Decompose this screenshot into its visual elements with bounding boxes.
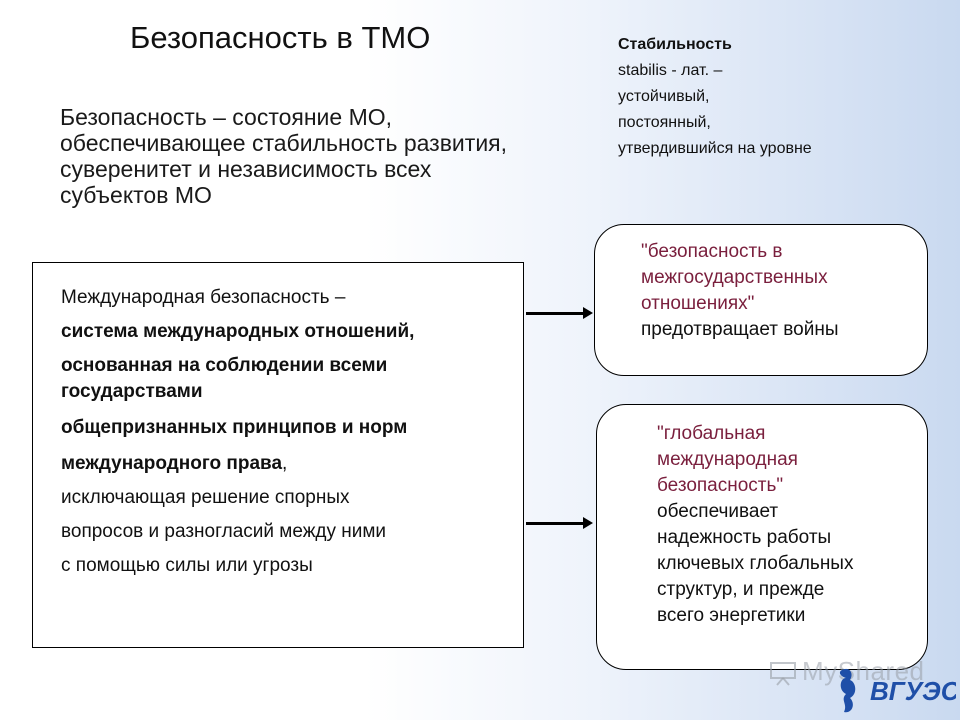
interstate-quote: отношениях" [641,293,755,314]
arrow-right-icon [526,307,593,319]
global-quote: "глобальная [657,423,766,444]
page-title: Безопасность в ТМО [130,20,431,55]
global-effect: структур, и прежде [657,579,825,600]
box-line: международного права, [61,453,287,475]
international-security-box: Международная безопасность – система меж… [32,262,524,648]
stability-line: постоянный, [618,114,711,131]
stability-note: Стабильность stabilis - лат. – устойчивы… [618,32,918,162]
security-definition: Безопасность – состояние МО, обеспечиваю… [60,104,508,208]
box-line: с помощью силы или угрозы [61,555,313,576]
interstate-quote: "безопасность в [641,241,783,262]
box-line: Международная безопасность – [61,287,346,308]
global-effect: ключевых глобальных [657,553,854,574]
presentation-icon [770,662,796,686]
box-line-bold: общепризнанных принципов и норм [61,417,408,438]
stability-term: Стабильность [618,36,732,53]
interstate-text: "безопасность в межгосударственных отнош… [641,239,839,343]
box-line: исключающая решение спорных [61,487,350,508]
box-line: вопросов и разногласий между ними [61,521,387,542]
global-effect: надежность работы [657,527,832,548]
box-line-punct: , [282,453,288,474]
box-line-bold: основанная на соблюдении всеми [61,355,388,376]
interstate-effect: предотвращает войны [641,319,839,340]
box-line-bold: международного права [61,453,283,474]
arrow-right-icon [526,517,593,529]
global-effect: обеспечивает [657,501,779,522]
stability-line: stabilis - лат. – [618,62,723,79]
box-line-bold: система международных отношений, [61,321,415,342]
global-quote: безопасность" [657,475,784,496]
stability-line: устойчивый, [618,88,710,105]
global-security-box: "глобальная международная безопасность" … [596,404,928,670]
box-line-bold: государствами [61,381,203,402]
logo-text: ВГУЭС [870,676,956,706]
watermark: MyShared [802,656,925,686]
global-text: "глобальная международная безопасность" … [657,421,853,629]
global-quote: международная [657,449,798,470]
global-effect: всего энергетики [657,605,806,626]
university-logo: ВГУЭС [839,668,956,713]
stability-line: утвердившийся на уровне [618,140,812,157]
interstate-security-box: "безопасность в межгосударственных отнош… [594,224,928,376]
interstate-quote: межгосударственных [641,267,828,288]
